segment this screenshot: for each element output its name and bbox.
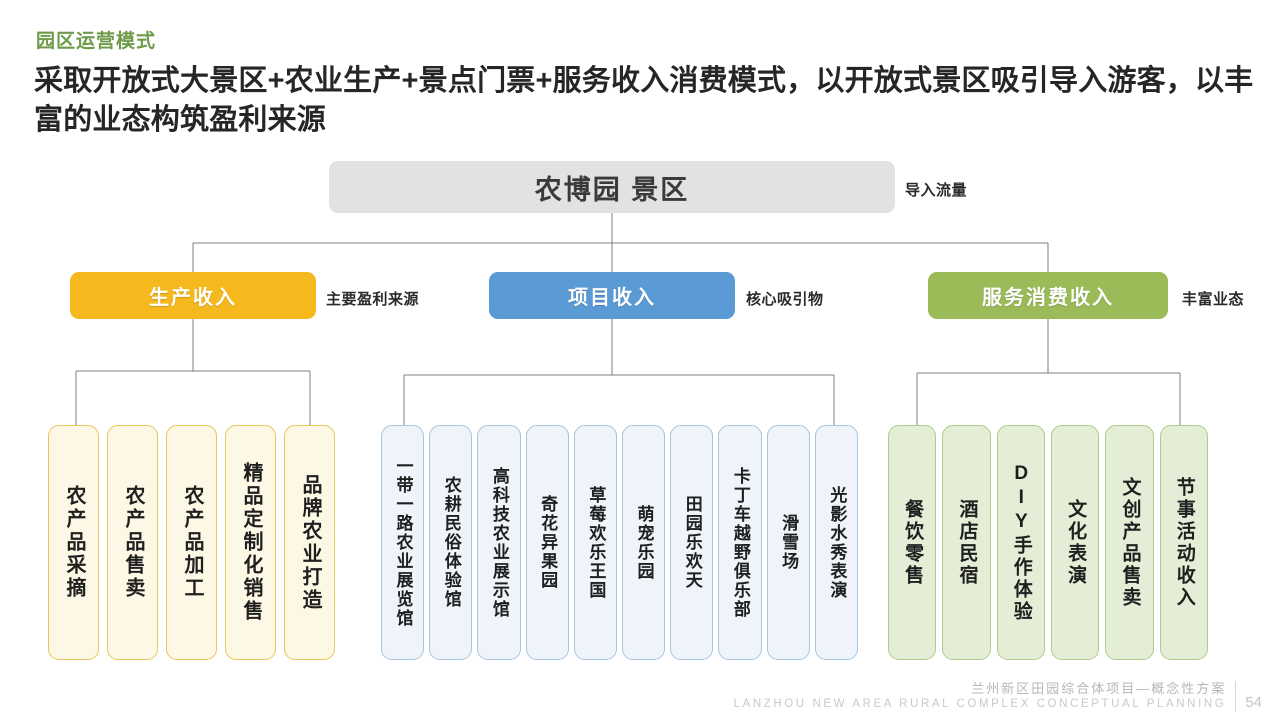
leaf-node-label: 高科技农业展示馆: [489, 466, 509, 619]
branch-node-production-income[interactable]: 生产收入: [70, 272, 316, 319]
leaf-node-label: 滑雪场: [779, 514, 799, 571]
footer-text-block: 兰州新区田园综合体项目—概念性方案 LANZHOU NEW AREA RURAL…: [733, 680, 1237, 712]
footer: 兰州新区田园综合体项目—概念性方案 LANZHOU NEW AREA RURAL…: [733, 680, 1262, 712]
branch-note-project-income: 核心吸引物: [746, 291, 824, 308]
leaf-node-label: 餐饮零售: [902, 498, 924, 587]
footer-title-en: LANZHOU NEW AREA RURAL COMPLEX CONCEPTUA…: [733, 698, 1227, 711]
leaf-node-item-9[interactable]: 光影水秀表演: [814, 425, 858, 660]
root-node-label: 农博园 景区: [534, 174, 690, 205]
branch-label: 生产收入: [149, 287, 237, 309]
leaf-node-item-1[interactable]: 农产品售卖: [107, 425, 158, 660]
branch-node-service-income[interactable]: 服务消费收入: [928, 272, 1168, 319]
leaf-node-label: 草莓欢乐王国: [586, 485, 606, 600]
leaf-node-item-0[interactable]: 餐饮零售: [888, 425, 937, 660]
leaf-node-item-7[interactable]: 卡丁车越野俱乐部: [718, 425, 762, 660]
leaf-node-item-8[interactable]: 滑雪场: [766, 425, 810, 660]
leaf-node-label: 奇花异果园: [538, 495, 558, 590]
leaf-node-label: 酒店民宿: [956, 498, 978, 587]
page-title: 采取开放式大景区+农业生产+景点门票+服务收入消费模式，以开放式景区吸引导入游客…: [34, 65, 1254, 136]
footer-title-cn: 兰州新区田园综合体项目—概念性方案: [971, 680, 1227, 696]
leaf-node-label: 田园乐欢天: [682, 495, 702, 590]
branch-node-project-income[interactable]: 项目收入: [489, 272, 735, 319]
leaf-node-item-1[interactable]: 酒店民宿: [942, 425, 991, 660]
root-node[interactable]: 农博园 景区: [329, 161, 895, 213]
branch-label: 项目收入: [568, 287, 656, 309]
leaf-node-item-3[interactable]: 奇花异果园: [525, 425, 569, 660]
leaf-node-label: 农耕民俗体验馆: [441, 476, 461, 609]
section-kicker: 园区运营模式: [36, 31, 157, 52]
leaf-node-label: 萌宠乐园: [634, 504, 654, 581]
leaf-node-label: DIY手作体验: [1010, 462, 1032, 623]
leaf-node-item-4[interactable]: 品牌农业打造: [284, 425, 335, 660]
branch-label: 服务消费收入: [982, 287, 1114, 309]
branch-note-service-income: 丰富业态: [1182, 291, 1245, 308]
leaf-node-label: 光影水秀表演: [827, 485, 847, 600]
leaf-node-item-2[interactable]: 高科技农业展示馆: [477, 425, 521, 660]
leaf-node-label: 品牌农业打造: [299, 473, 321, 612]
leaf-node-label: 卡丁车越野俱乐部: [730, 466, 750, 619]
leaf-node-item-2[interactable]: 农产品加工: [166, 425, 217, 660]
leaf-node-item-4[interactable]: 草莓欢乐王国: [573, 425, 617, 660]
leaf-node-item-5[interactable]: 萌宠乐园: [622, 425, 666, 660]
leaf-node-diy[interactable]: DIY手作体验: [996, 425, 1045, 660]
leaf-node-item-3[interactable]: 文化表演: [1051, 425, 1100, 660]
root-side-note: 导入流量: [905, 182, 968, 199]
leaf-node-label: 文化表演: [1065, 498, 1087, 587]
leaf-node-label: 农产品采摘: [63, 485, 85, 600]
leaf-node-label: 节事活动收入: [1173, 476, 1195, 609]
leaf-node-label: 精品定制化销售: [240, 462, 262, 623]
page-number: 54: [1245, 694, 1262, 711]
leaf-node-item-6[interactable]: 田园乐欢天: [670, 425, 714, 660]
leaf-node-label: 农产品加工: [181, 485, 203, 600]
leaf-node-label: 文创产品售卖: [1119, 476, 1141, 609]
branch-note-production-income: 主要盈利来源: [326, 291, 420, 308]
leaf-node-item-3[interactable]: 精品定制化销售: [225, 425, 276, 660]
leaf-node-item-5[interactable]: 节事活动收入: [1159, 425, 1208, 660]
leaf-node-item-0[interactable]: 农产品采摘: [48, 425, 99, 660]
leaf-node-item-0[interactable]: 一带一路农业展览馆: [381, 425, 425, 660]
leaf-node-item-4[interactable]: 文创产品售卖: [1105, 425, 1154, 660]
leaf-node-label: 农产品售卖: [122, 485, 144, 600]
leaf-node-item-1[interactable]: 农耕民俗体验馆: [429, 425, 473, 660]
leaf-node-label: 一带一路农业展览馆: [393, 457, 413, 628]
